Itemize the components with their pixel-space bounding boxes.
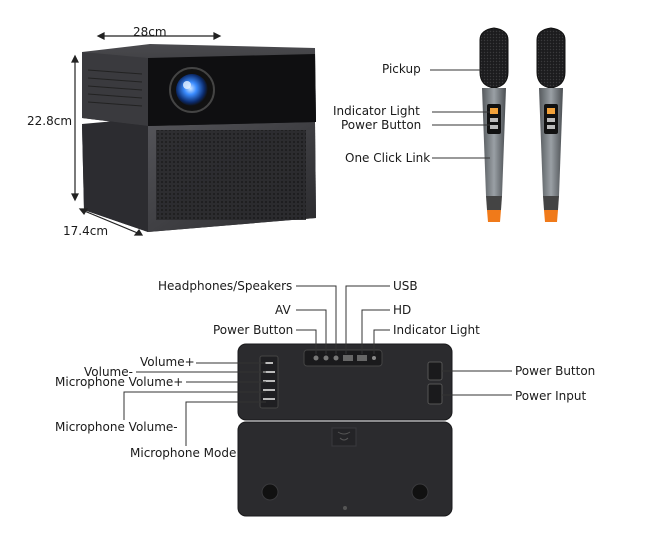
label-mic-indicator-light: Indicator Light <box>333 104 420 118</box>
mic-leader-lines <box>430 69 490 159</box>
label-mic-mode: Microphone Mode <box>130 446 237 460</box>
rear-panel-image <box>237 343 453 517</box>
label-av: AV <box>275 303 291 317</box>
label-headphones-speakers: Headphones/Speakers <box>158 279 293 293</box>
width-label: 28cm <box>133 25 167 39</box>
depth-label: 17.4cm <box>63 224 109 238</box>
label-power-button-right: Power Button <box>515 364 596 378</box>
label-volume-minus: Volume- <box>84 365 133 379</box>
label-mic-volume-plus: Microphone Volume+ <box>55 375 184 389</box>
label-indicator-light: Indicator Light <box>393 323 480 337</box>
label-pickup: Pickup <box>382 62 421 76</box>
label-usb: USB <box>393 279 418 293</box>
microphone-left <box>479 27 509 222</box>
height-label: 22.8cm <box>27 114 73 128</box>
label-mic-power-button: Power Button <box>341 118 422 132</box>
rear-leader-lines <box>123 285 512 446</box>
microphone-right <box>536 27 566 222</box>
dimension-lines <box>71 32 222 236</box>
label-volume-plus: Volume+ <box>140 355 195 369</box>
projector-image <box>82 44 316 232</box>
label-mic-volume-minus: Microphone Volume- <box>55 420 178 434</box>
label-power-button-top: Power Button <box>213 323 294 337</box>
label-one-click-link: One Click Link <box>345 151 431 165</box>
label-power-input: Power Input <box>515 389 587 403</box>
label-hd: HD <box>393 303 412 317</box>
